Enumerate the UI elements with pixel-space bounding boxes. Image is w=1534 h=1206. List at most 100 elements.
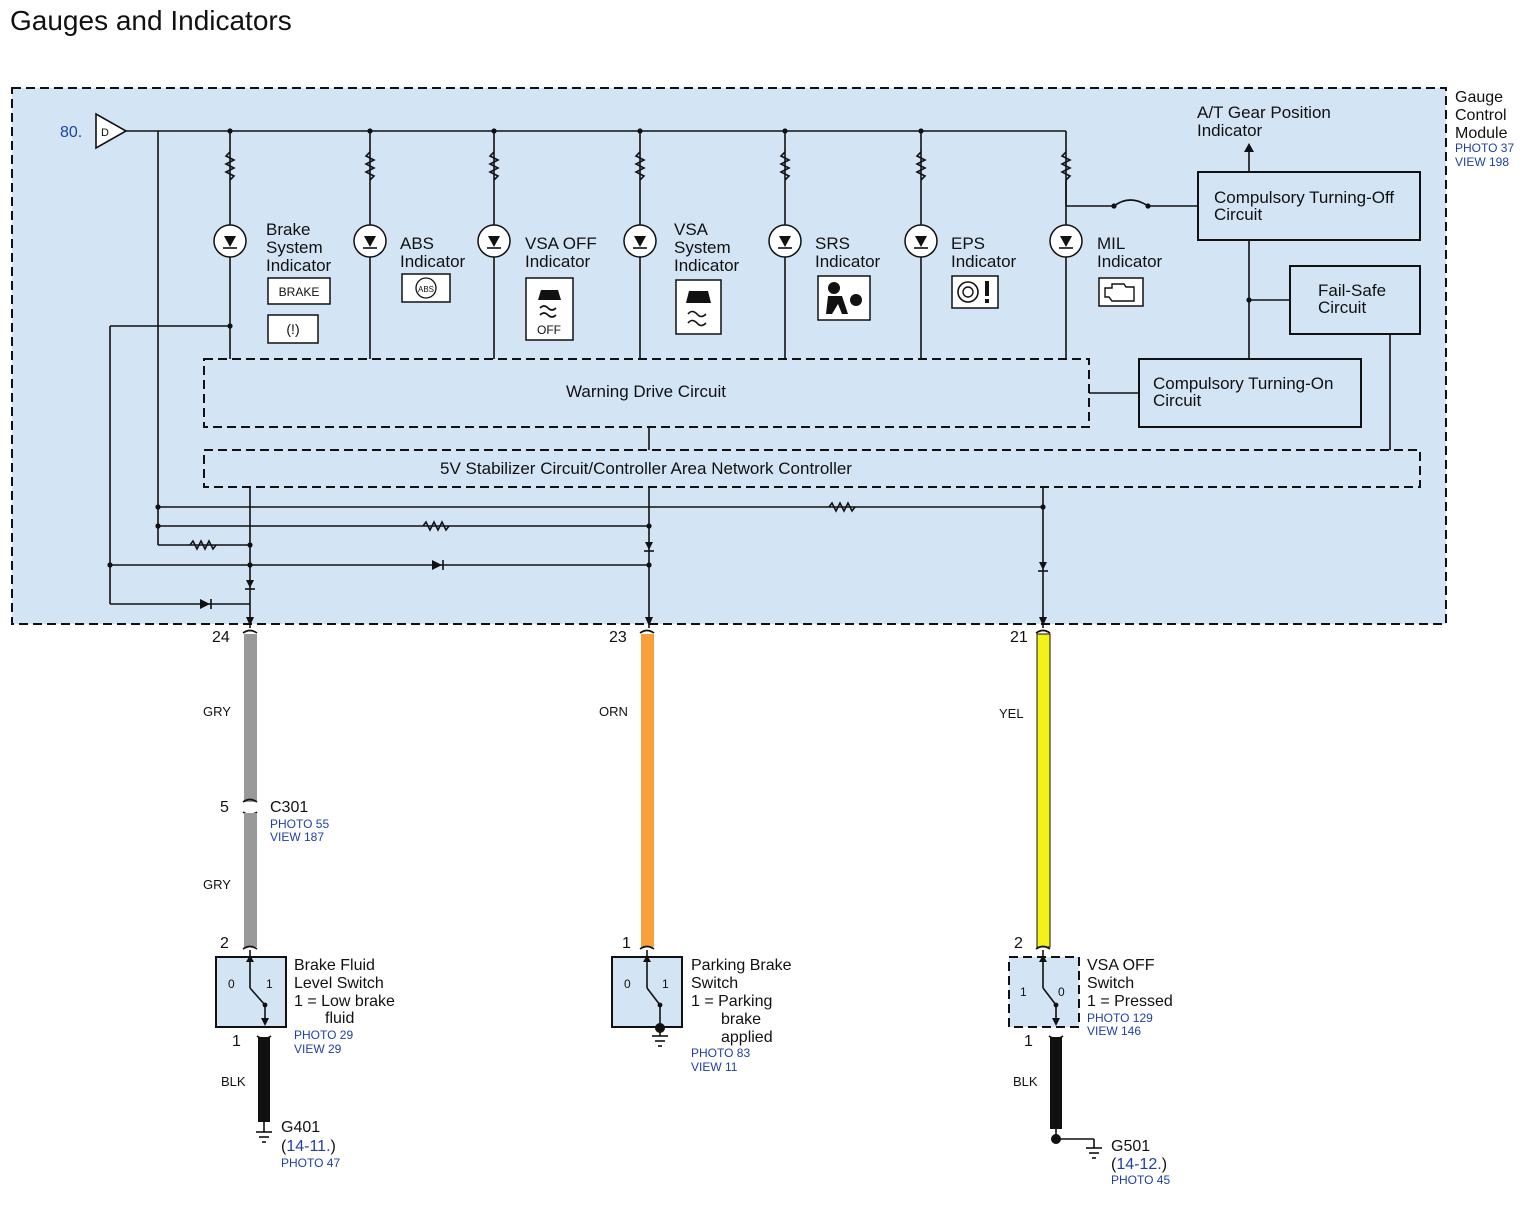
svg-text:Gauge: Gauge xyxy=(1455,89,1503,106)
indicator-brake: Brake System Indicator BRAKE (!) xyxy=(266,220,332,344)
wire-gry-upper xyxy=(244,634,257,802)
fail-safe-label: Fail-Safe xyxy=(1318,281,1386,300)
indicator-srs: SRS Indicator xyxy=(815,234,881,321)
circuit-parking-brake: 23 ORN 1 0 1 Parking Brake Switch 1 = Pa… xyxy=(599,629,792,1074)
c301-pin: 5 xyxy=(220,799,229,816)
svg-text:Level Switch: Level Switch xyxy=(294,975,384,992)
vsa-off-photo: PHOTO 129 xyxy=(1087,1011,1153,1025)
svg-text:Indicator: Indicator xyxy=(400,252,466,271)
svg-text:Switch: Switch xyxy=(691,975,738,992)
svg-text:GRY: GRY xyxy=(203,877,231,892)
eps-icon xyxy=(951,275,999,309)
g501-photo: PHOTO 45 xyxy=(1111,1173,1170,1187)
svg-text:0: 0 xyxy=(228,977,235,991)
ground-g501: G501 xyxy=(1111,1138,1150,1155)
svg-text:Indicator: Indicator xyxy=(815,252,881,271)
svg-text:Circuit: Circuit xyxy=(1214,205,1262,224)
supply-ref: 80. xyxy=(60,124,82,141)
wire-blk-g501 xyxy=(1050,1037,1062,1129)
circuit-brake-fluid: 24 GRY 5 C301 PHOTO 55 VIEW 187 GRY 2 0 … xyxy=(203,629,395,1170)
svg-text:1 = Parking: 1 = Parking xyxy=(691,993,772,1010)
g401-ref[interactable]: (14-11.) xyxy=(281,1138,336,1155)
ground-g401: G401 xyxy=(281,1119,320,1136)
at-gear-label: A/T Gear Position xyxy=(1197,103,1331,122)
c301-view: VIEW 187 xyxy=(270,830,324,844)
vsa-icon xyxy=(675,279,722,335)
page-title: Gauges and Indicators xyxy=(10,5,292,36)
turn-off-label: Compulsory Turning-Off xyxy=(1214,188,1394,207)
svg-text:0: 0 xyxy=(1058,985,1065,999)
warning-drive-label: Warning Drive Circuit xyxy=(566,382,726,401)
svg-text:1 = Pressed: 1 = Pressed xyxy=(1087,993,1173,1010)
indicator-abs: ABS Indicator ABS xyxy=(400,234,466,303)
parking-brake-photo: PHOTO 83 xyxy=(691,1046,750,1060)
vsa-off-switch xyxy=(1008,956,1080,1028)
svg-text:D: D xyxy=(101,127,109,139)
module-photo-ref: PHOTO 37 xyxy=(1455,141,1514,155)
stabilizer-circuit xyxy=(203,449,1421,488)
svg-text:Circuit: Circuit xyxy=(1153,391,1201,410)
brake-fluid-switch-label: Brake Fluid xyxy=(294,957,375,974)
svg-text:fluid: fluid xyxy=(325,1010,354,1027)
wire-gry-label: GRY xyxy=(203,704,231,719)
g501-ref[interactable]: (14-12.) xyxy=(1111,1156,1167,1173)
c301-name: C301 xyxy=(270,799,308,816)
circuit-vsa-off: 21 YEL 2 1 0 VSA OFF Switch 1 = Pressed … xyxy=(999,629,1173,1187)
brake-fluid-switch xyxy=(215,956,287,1028)
svg-text:Indicator: Indicator xyxy=(1097,252,1163,271)
supply-connector: D xyxy=(95,112,128,150)
abs-icon: ABS xyxy=(418,285,434,294)
svg-text:Indicator: Indicator xyxy=(1197,121,1263,140)
wire-orn-label: ORN xyxy=(599,704,628,719)
wire-orn xyxy=(641,634,654,947)
indicator-vsa-system: VSA System Indicator xyxy=(674,220,740,335)
svg-text:Indicator: Indicator xyxy=(266,256,332,275)
vsa-off-icon-text: OFF xyxy=(537,323,561,337)
brake-icon-text: BRAKE xyxy=(279,285,320,299)
control-wiring xyxy=(107,143,1391,628)
svg-text:System: System xyxy=(266,238,323,257)
indicator-vsa-off: VSA OFF Indicator OFF xyxy=(525,234,597,341)
svg-text:1 = Low brake: 1 = Low brake xyxy=(294,993,395,1010)
svg-text:Switch: Switch xyxy=(1087,975,1134,992)
turn-on-label: Compulsory Turning-On xyxy=(1153,374,1333,393)
indicator-eps: EPS Indicator xyxy=(951,234,1017,309)
wire-yel-label: YEL xyxy=(999,706,1024,721)
wire-yel xyxy=(1036,633,1051,948)
svg-text:1: 1 xyxy=(1020,985,1027,999)
svg-text:MIL: MIL xyxy=(1097,234,1125,253)
parking-brake-view: VIEW 11 xyxy=(691,1060,738,1074)
gauge-control-module-box xyxy=(11,87,1447,625)
svg-text:VSA: VSA xyxy=(674,220,709,239)
svg-text:2: 2 xyxy=(220,935,229,952)
top-bus xyxy=(126,130,1066,545)
g401-photo: PHOTO 47 xyxy=(281,1156,340,1170)
svg-text:1: 1 xyxy=(232,1033,241,1050)
wire-gry-lower xyxy=(244,813,257,947)
svg-text:Control: Control xyxy=(1455,107,1507,124)
svg-text:Indicator: Indicator xyxy=(674,256,740,275)
svg-text:applied: applied xyxy=(721,1029,773,1046)
warning-drive-circuit xyxy=(203,358,1090,428)
svg-text:EPS: EPS xyxy=(951,234,985,253)
parking-brake-switch-label: Parking Brake xyxy=(691,957,792,974)
terminal-21: 21 xyxy=(1010,629,1028,646)
vsa-off-view: VIEW 146 xyxy=(1087,1024,1141,1038)
vsa-off-switch-label: VSA OFF xyxy=(1087,957,1155,974)
svg-text:Module: Module xyxy=(1455,125,1508,142)
svg-text:2: 2 xyxy=(1014,935,1023,952)
turn-on-circuit xyxy=(1138,358,1362,428)
svg-text:BLK: BLK xyxy=(221,1074,246,1089)
module-label: Gauge Control Module PHOTO 37 VIEW 198 xyxy=(1455,89,1514,169)
svg-text:Indicator: Indicator xyxy=(951,252,1017,271)
terminal-23: 23 xyxy=(609,629,627,646)
svg-text:Circuit: Circuit xyxy=(1318,298,1366,317)
wire-blk-g401 xyxy=(258,1037,270,1122)
stabilizer-label: 5V Stabilizer Circuit/Controller Area Ne… xyxy=(440,459,852,478)
svg-text:SRS: SRS xyxy=(815,234,850,253)
svg-text:1: 1 xyxy=(662,977,669,991)
brake-fluid-view: VIEW 29 xyxy=(294,1042,342,1056)
svg-text:0: 0 xyxy=(624,977,631,991)
svg-text:ABS: ABS xyxy=(400,234,434,253)
